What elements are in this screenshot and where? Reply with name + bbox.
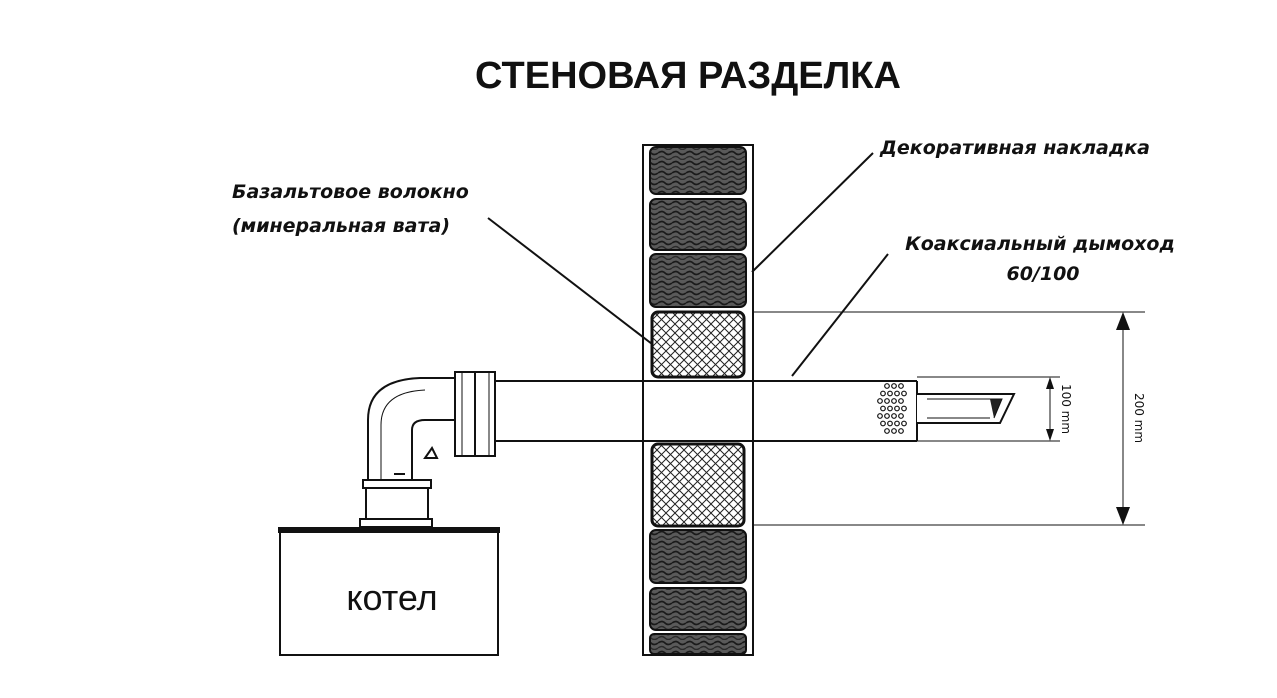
wall (642, 144, 754, 656)
vent-hole (894, 405, 900, 412)
pipe-coupling (454, 371, 496, 457)
basalt-text-line1: Базальтовое волокно (232, 181, 469, 203)
vent-hole (880, 390, 886, 397)
vent-hole (891, 383, 897, 389)
elbow-pipe (367, 377, 455, 480)
brick (649, 529, 747, 584)
decorative-cover-text: Декоративная накладка (879, 137, 1150, 159)
boiler: котел (278, 527, 500, 656)
dimension-inner: 100 mm (1046, 377, 1073, 441)
brick (649, 633, 747, 655)
vent-hole (894, 420, 900, 427)
diagram-title: СТЕНОВАЯ РАЗДЕЛКА (475, 55, 901, 97)
extension-lines (753, 311, 1145, 526)
label-coaxial-flue: Коаксиальный дымоход 60/100 (791, 233, 1175, 377)
vent-hole (894, 390, 900, 397)
vent-hole (884, 398, 890, 404)
label-basalt-fiber: Базальтовое волокно (минеральная вата) (232, 181, 653, 345)
vent-hole (891, 413, 897, 419)
vent-hole (887, 390, 893, 397)
vent-hole (887, 420, 893, 427)
vent-hole (891, 398, 897, 404)
vent-hole (877, 398, 883, 404)
vent-hole (898, 413, 904, 419)
vent-hole (891, 428, 897, 434)
vent-hole (898, 383, 904, 389)
flue-adapter (359, 473, 433, 528)
vent-hole (884, 428, 890, 434)
brick (649, 198, 747, 251)
inner-flue-tip (917, 393, 1016, 424)
brick (649, 587, 747, 631)
vent-hole (901, 405, 907, 412)
vent-hole (877, 413, 883, 419)
vent-hole (898, 398, 904, 404)
label-decorative-cover: Декоративная накладка (751, 137, 1150, 273)
vent-hole (880, 420, 886, 427)
vent-hole (884, 413, 890, 419)
vent-hole (901, 390, 907, 397)
dimension-inner-label: 100 mm (1059, 384, 1073, 434)
vent-hole (898, 428, 904, 434)
dimension-outer-label: 200 mm (1132, 393, 1146, 443)
vent-hole (887, 405, 893, 412)
dimension-outer: 200 mm (1116, 312, 1146, 525)
vent-hole (880, 405, 886, 412)
basalt-insulation (650, 310, 746, 528)
vent-hole (884, 383, 890, 389)
brick (649, 146, 747, 195)
coaxial-text-line1: Коаксиальный дымоход (905, 233, 1175, 255)
terminal-vent-holes (877, 383, 907, 434)
brick (649, 253, 747, 308)
coaxial-text-line2: 60/100 (1006, 263, 1079, 285)
boiler-label: котел (346, 577, 437, 618)
vent-hole (901, 420, 907, 427)
basalt-text-line2: (минеральная вата) (232, 215, 450, 237)
